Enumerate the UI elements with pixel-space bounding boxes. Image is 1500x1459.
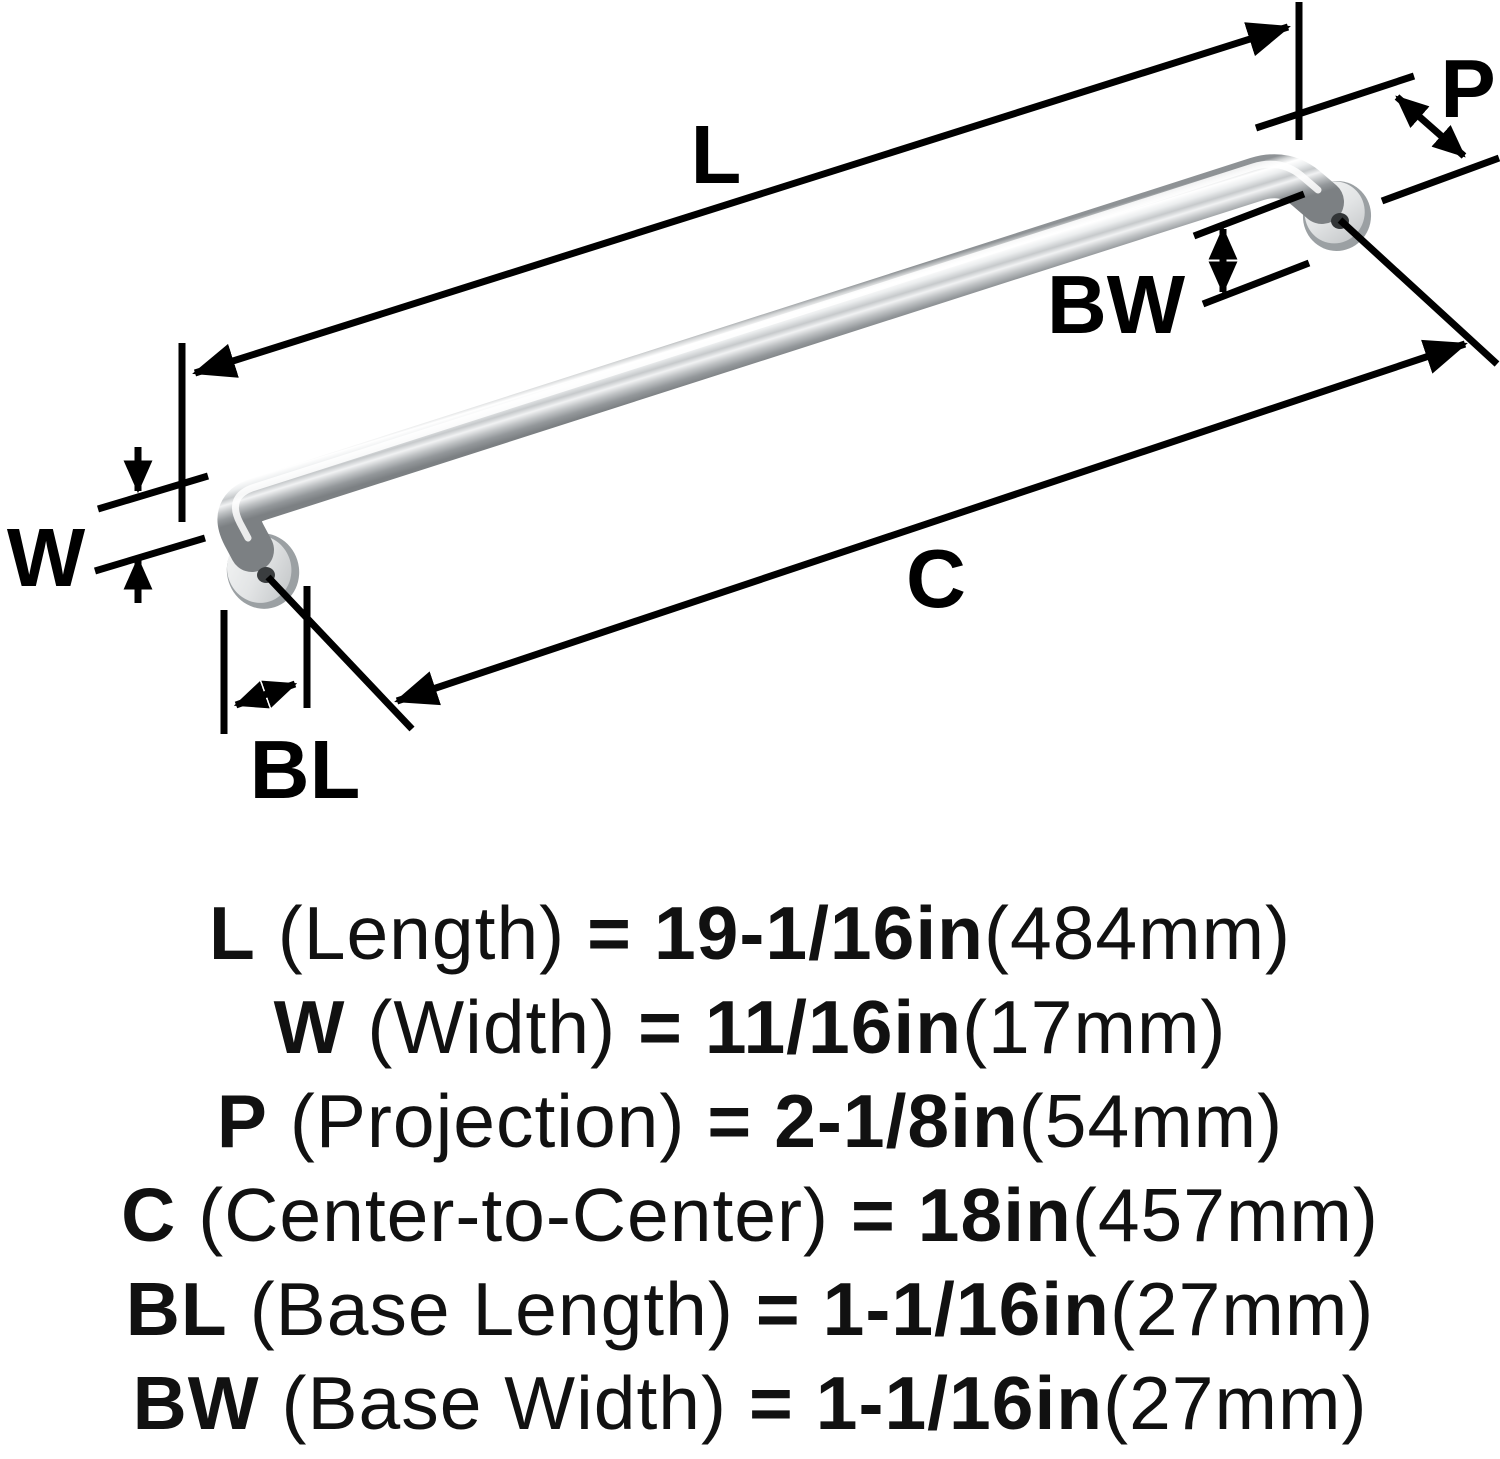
spec-value-metric: (27mm) xyxy=(1103,1361,1368,1445)
spec-value-imperial: 1-1/16in xyxy=(822,1267,1110,1351)
dim-line-c xyxy=(394,339,1468,706)
dim-ext-w-upper xyxy=(96,472,210,513)
spec-symbol: L xyxy=(208,891,256,975)
spec-value-imperial: 1-1/16in xyxy=(815,1361,1104,1445)
spec-value-metric: (54mm) xyxy=(1018,1079,1284,1163)
dim-ext-c-left xyxy=(265,574,415,732)
dim-label-bl: BL xyxy=(250,723,361,816)
equals-sign: = xyxy=(850,1173,896,1257)
spec-symbol: P xyxy=(216,1079,268,1163)
dim-label-w: W xyxy=(7,511,86,604)
spec-value-imperial: 2-1/8in xyxy=(774,1079,1019,1163)
dim-ext-w-lower xyxy=(93,534,207,575)
spec-value-metric: (17mm) xyxy=(962,985,1227,1069)
equals-sign: = xyxy=(748,1361,794,1445)
dim-ext-p-upper xyxy=(1254,72,1416,132)
dim-label-c: C xyxy=(906,532,966,625)
dim-label-bw: BW xyxy=(1047,258,1186,351)
dim-ext-c-right xyxy=(1337,217,1500,367)
equals-sign: = xyxy=(755,1267,801,1351)
spec-symbol: BL xyxy=(125,1267,228,1351)
dim-label-p: P xyxy=(1440,42,1495,135)
dim-line-l xyxy=(192,22,1291,378)
spec-row-base-width: BW (Base Width) = 1-1/16in(27mm) xyxy=(0,1356,1500,1450)
spec-value: 1-1/16in(27mm) xyxy=(816,1356,1368,1450)
spec-row-length: L (Length) = 19-1/16in(484mm) xyxy=(0,886,1500,980)
spec-name: (Center-to-Center) xyxy=(198,1173,829,1257)
spec-name: (Base Length) xyxy=(249,1267,734,1351)
spec-value-imperial: 11/16in xyxy=(704,985,963,1069)
spec-value: 1-1/16in(27mm) xyxy=(823,1262,1375,1356)
spec-row-base-length: BL (Base Length) = 1-1/16in(27mm) xyxy=(0,1262,1500,1356)
dim-ext-p-lower xyxy=(1380,154,1500,205)
spec-value-metric: (484mm) xyxy=(983,891,1292,975)
spec-value-imperial: 18in xyxy=(917,1173,1072,1257)
handle-bar xyxy=(217,154,1344,572)
spec-value-metric: (457mm) xyxy=(1071,1173,1379,1257)
spec-name: (Base Width) xyxy=(281,1361,727,1445)
equals-sign: = xyxy=(587,891,632,975)
spec-row-width: W (Width) = 11/16in(17mm) xyxy=(0,980,1500,1074)
spec-symbol: W xyxy=(273,985,346,1069)
spec-value: 19-1/16in(484mm) xyxy=(654,886,1291,980)
equals-sign: = xyxy=(638,985,683,1069)
spec-value: 11/16in(17mm) xyxy=(705,980,1227,1074)
spec-row-projection: P (Projection) = 2-1/8in(54mm) xyxy=(0,1074,1500,1168)
spec-value: 2-1/8in(54mm) xyxy=(774,1074,1283,1168)
spec-name: (Width) xyxy=(367,985,617,1069)
spec-name: (Length) xyxy=(277,891,566,975)
dim-arrow-bl xyxy=(233,680,298,709)
dim-arrow-p xyxy=(1394,94,1467,159)
equals-sign: = xyxy=(707,1079,753,1163)
dim-ext-bw-lower xyxy=(1201,259,1311,308)
spec-value-imperial: 19-1/16in xyxy=(653,891,984,975)
spec-name: (Projection) xyxy=(289,1079,686,1163)
spec-symbol: C xyxy=(121,1173,177,1257)
spec-symbol: BW xyxy=(132,1361,260,1445)
dim-label-l: L xyxy=(691,108,742,201)
spec-list: L (Length) = 19-1/16in(484mm) W (Width) … xyxy=(0,886,1500,1450)
spec-value: 18in(457mm) xyxy=(918,1168,1379,1262)
spec-row-center-to-center: C (Center-to-Center) = 18in(457mm) xyxy=(0,1168,1500,1262)
spec-value-metric: (27mm) xyxy=(1109,1267,1375,1351)
